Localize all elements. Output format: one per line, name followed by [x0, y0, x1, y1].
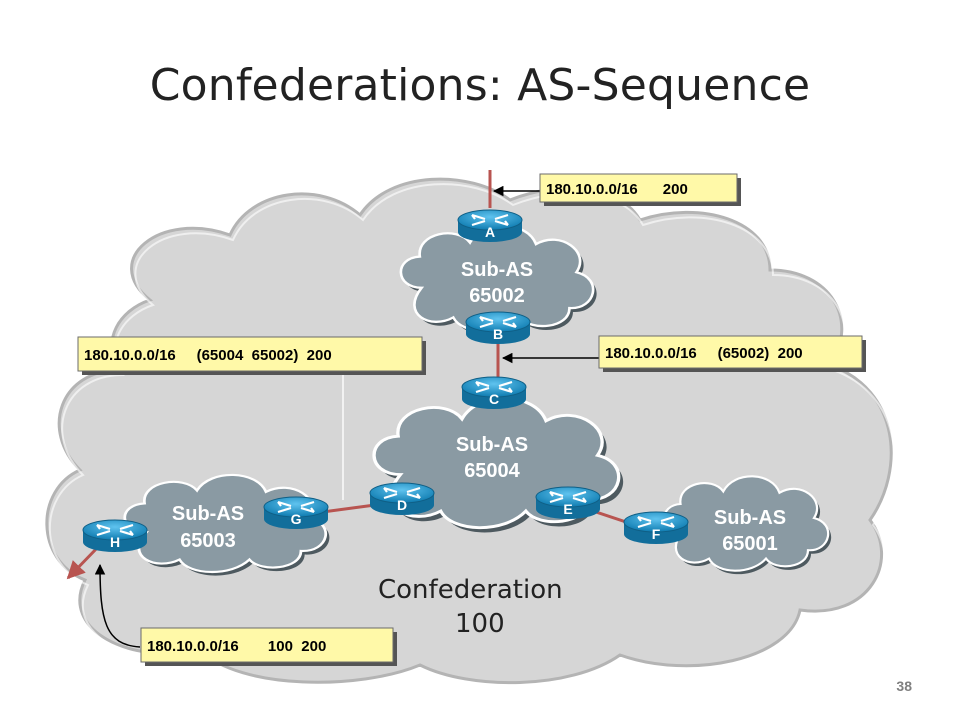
sub-as-65004-line1: Sub-AS	[456, 434, 528, 456]
router-b-label: B	[493, 326, 503, 342]
router-f: F	[623, 511, 689, 544]
route-label-bc: 180.10.0.0/16 (65002) 200	[598, 335, 866, 372]
router-e: E	[535, 486, 601, 519]
link-h-external	[66, 543, 102, 580]
router-arrows-icon	[277, 500, 315, 514]
router-f-label: F	[652, 526, 661, 542]
router-d-label: D	[397, 497, 407, 513]
router-arrows-icon	[479, 315, 517, 329]
router-d: D	[369, 482, 435, 515]
router-arrows-icon	[471, 213, 509, 227]
router-h: H	[82, 519, 148, 552]
router-a-label: A	[485, 224, 495, 240]
router-arrows-icon	[383, 486, 421, 500]
route-label-bc-text: 180.10.0.0/16 (65002) 200	[605, 345, 803, 362]
routers: A B C D E F G H	[82, 209, 689, 552]
arrow-to-h	[94, 563, 141, 648]
router-g: G	[263, 496, 329, 529]
route-label-g-text: 180.10.0.0/16 (65004 65002) 200	[84, 347, 332, 364]
router-e-label: E	[563, 501, 572, 517]
router-g-label: G	[291, 511, 302, 527]
slide-title: Confederations: AS-Sequence	[149, 60, 811, 111]
sub-as-65002-line1: Sub-AS	[461, 259, 533, 281]
router-arrows-icon	[96, 523, 134, 537]
route-label-h-text: 180.10.0.0/16 100 200	[147, 638, 326, 655]
sub-as-65003-line1: Sub-AS	[172, 503, 244, 525]
sub-as-65003-line2: 65003	[180, 530, 236, 552]
confederation-label-line2: 100	[455, 609, 505, 639]
router-b: B	[465, 311, 531, 344]
sub-as-65002-line2: 65002	[469, 285, 525, 307]
route-label-g: 180.10.0.0/16 (65004 65002) 200	[77, 336, 426, 375]
router-c-label: C	[489, 391, 499, 407]
route-label-a-text: 180.10.0.0/16 200	[546, 181, 688, 198]
router-arrows-icon	[637, 515, 675, 529]
router-c: C	[461, 376, 527, 409]
router-arrows-icon	[549, 490, 587, 504]
router-h-label: H	[110, 534, 120, 550]
router-a: A	[457, 209, 523, 242]
sub-as-65001-line1: Sub-AS	[714, 507, 786, 529]
sub-as-65001-line2: 65001	[722, 533, 778, 555]
router-arrows-icon	[475, 380, 513, 394]
route-label-a: 180.10.0.0/16 200	[539, 173, 741, 206]
route-label-h: 180.10.0.0/16 100 200	[140, 627, 397, 666]
sub-as-65004-line2: 65004	[464, 460, 520, 482]
page-number: 38	[896, 678, 912, 694]
confederation-label-line1: Confederation	[378, 575, 563, 605]
annotation-arrows	[94, 185, 600, 648]
